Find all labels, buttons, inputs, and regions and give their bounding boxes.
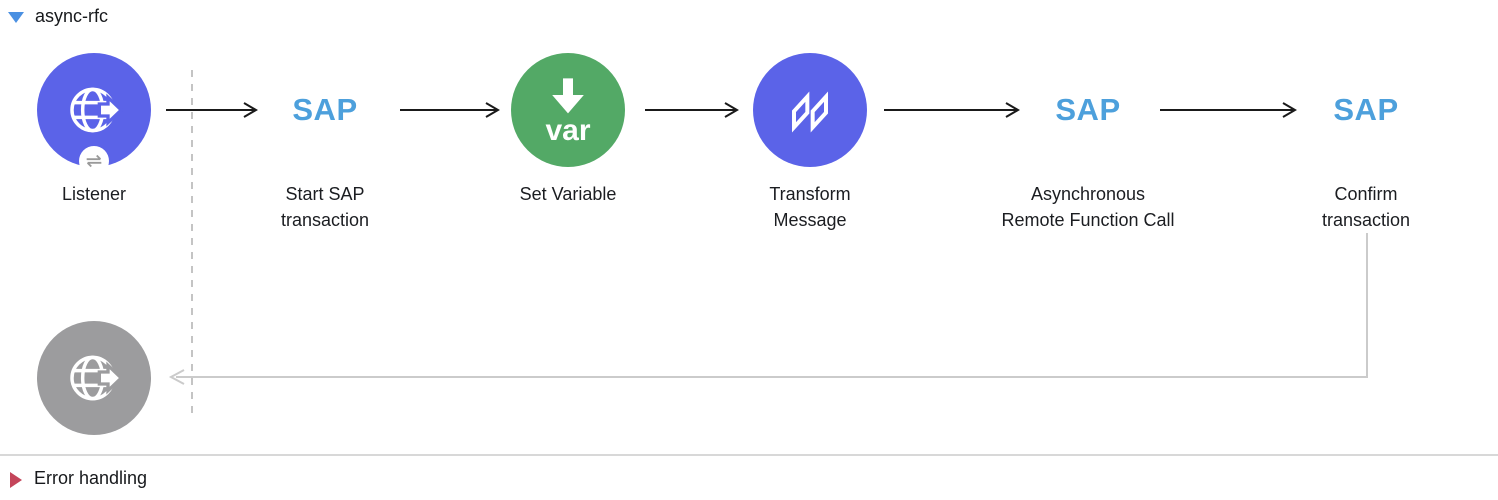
- node-label-listener: Listener: [61, 184, 127, 204]
- node-confirm-transaction[interactable]: SAP: [1333, 92, 1399, 127]
- var-icon-text: var: [545, 114, 590, 147]
- listener-exchange-badge: [79, 146, 109, 176]
- expand-triangle-icon[interactable]: [10, 471, 22, 488]
- flow-arrow-2: [400, 102, 500, 118]
- node-error-source[interactable]: [37, 321, 151, 435]
- flow-arrow-5: [1160, 102, 1297, 118]
- flow-arrow-3: [645, 102, 739, 118]
- error-return-wire: [168, 233, 1368, 385]
- node-label-start-sap-transaction: Start SAP transaction: [280, 184, 370, 230]
- error-handling-title: Error handling: [34, 468, 148, 488]
- node-label-confirm-transaction: Confirm transaction: [1321, 184, 1411, 230]
- section-divider: [0, 454, 1498, 456]
- node-label-async-remote-function-call: Asynchronous Remote Function Call: [1001, 184, 1175, 230]
- error-handling-header[interactable]: Error handling: [10, 468, 147, 489]
- set-variable-icon: var: [545, 78, 591, 147]
- node-async-remote-function-call[interactable]: SAP: [1055, 92, 1121, 127]
- node-transform-message[interactable]: [753, 53, 867, 167]
- flow-arrow-1: [166, 102, 258, 118]
- exchange-arrows-icon: [86, 154, 102, 168]
- dataweave-icon: [792, 91, 828, 133]
- node-set-variable[interactable]: var: [511, 53, 625, 167]
- node-label-transform-message: Transform Message: [769, 184, 851, 230]
- flow-header: async-rfc: [8, 6, 108, 27]
- node-start-sap-transaction[interactable]: SAP: [292, 92, 358, 127]
- flow-title: async-rfc: [35, 6, 109, 26]
- node-label-set-variable: Set Variable: [519, 184, 617, 204]
- http-listener-globe-icon-gray: [70, 355, 124, 401]
- http-listener-globe-icon: [70, 87, 124, 133]
- collapse-triangle-icon[interactable]: [8, 12, 24, 23]
